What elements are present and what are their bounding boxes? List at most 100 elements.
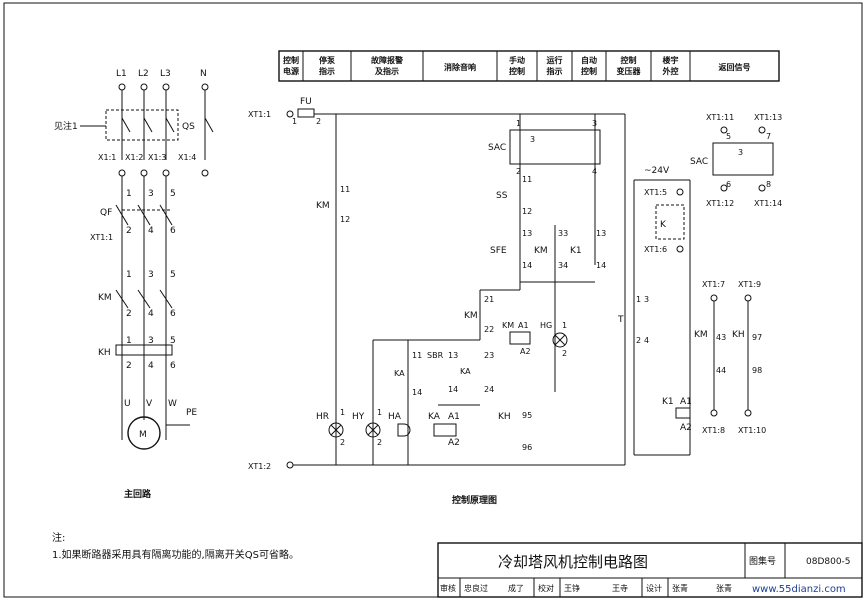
svg-text:8: 8 bbox=[766, 180, 771, 189]
svg-text:KH: KH bbox=[732, 330, 745, 340]
svg-text:11: 11 bbox=[412, 351, 422, 360]
svg-text:HR: HR bbox=[316, 412, 329, 422]
svg-text:T: T bbox=[617, 315, 624, 325]
xt1-1-label: XT1:1 bbox=[90, 233, 113, 242]
svg-text:XT1:7: XT1:7 bbox=[702, 280, 725, 289]
svg-text:XT1:8: XT1:8 bbox=[702, 426, 725, 435]
svg-text:3: 3 bbox=[644, 295, 649, 304]
svg-text:审核: 审核 bbox=[440, 583, 456, 593]
header-cell-text: 控制 bbox=[621, 55, 637, 65]
svg-text:12: 12 bbox=[522, 207, 532, 216]
svg-text:44: 44 bbox=[716, 366, 726, 375]
xt1-1-ctrl-label: XT1:1 bbox=[248, 110, 271, 119]
svg-text:22: 22 bbox=[484, 325, 494, 334]
ha-buzzer bbox=[397, 423, 411, 437]
svg-text:XT1:14: XT1:14 bbox=[754, 199, 782, 208]
svg-text:A1: A1 bbox=[448, 412, 460, 422]
svg-text:XT1:5: XT1:5 bbox=[644, 188, 667, 197]
svg-text:U: U bbox=[124, 399, 131, 409]
drawing-title: 冷却塔风机控制电路图 bbox=[498, 553, 648, 571]
drawing-frame bbox=[3, 2, 863, 598]
header-cell-text: 电源 bbox=[283, 66, 299, 76]
svg-text:6: 6 bbox=[726, 180, 731, 189]
atlas-number: 08D800-5 bbox=[806, 557, 851, 567]
sac-switch-box bbox=[509, 129, 601, 165]
svg-text:1: 1 bbox=[126, 189, 132, 199]
control-circuit: XT1:1 FU 1 2 XT1:2 KM 11 12 SAC 1 3 3 2 … bbox=[248, 97, 626, 506]
svg-text:2: 2 bbox=[377, 438, 382, 447]
svg-text:XT1:13: XT1:13 bbox=[754, 113, 782, 122]
svg-text:KM: KM bbox=[534, 246, 548, 256]
svg-text:SBR: SBR bbox=[427, 351, 444, 360]
svg-text:6: 6 bbox=[170, 309, 176, 319]
control-caption: 控制原理图 bbox=[452, 494, 497, 506]
ka-coil bbox=[433, 423, 457, 437]
svg-text:2: 2 bbox=[126, 361, 132, 371]
svg-text:5: 5 bbox=[726, 132, 731, 141]
svg-text:3: 3 bbox=[738, 148, 743, 157]
svg-text:KM: KM bbox=[694, 330, 708, 340]
svg-text:13: 13 bbox=[448, 351, 458, 360]
svg-text:A1: A1 bbox=[680, 397, 692, 407]
svg-text:11: 11 bbox=[340, 185, 350, 194]
svg-text:14: 14 bbox=[412, 388, 422, 397]
svg-text:97: 97 bbox=[752, 333, 762, 342]
svg-text:KA: KA bbox=[428, 412, 441, 422]
main-circuit: L1 L2 L3 N QS 见注1 X1:1 X1:2 X1:3 X1:4 1 … bbox=[54, 69, 214, 500]
xt1-2-ctrl-label: XT1:2 bbox=[248, 462, 271, 471]
header-cell-text: 返回信号 bbox=[719, 62, 751, 72]
transformer-circuit: ~24V XT1:5 K XT1:6 T 1 2 3 4 K1 A1 A2 bbox=[617, 166, 692, 456]
svg-text:A2: A2 bbox=[448, 438, 460, 448]
note-item-1: 1.如果断路器采用具有隔离功能的,隔离开关QS可省略。 bbox=[52, 548, 299, 561]
k-contact-box bbox=[655, 204, 685, 240]
svg-text:张青: 张青 bbox=[716, 583, 732, 593]
svg-text:1: 1 bbox=[340, 408, 345, 417]
svg-text:6: 6 bbox=[170, 361, 176, 371]
svg-text:95: 95 bbox=[522, 411, 532, 420]
svg-text:3: 3 bbox=[530, 135, 535, 144]
svg-text:43: 43 bbox=[716, 333, 726, 342]
svg-text:1: 1 bbox=[126, 336, 132, 346]
header-cell-text: 指示 bbox=[319, 66, 335, 76]
svg-text:11: 11 bbox=[522, 175, 532, 184]
fu-label: FU bbox=[300, 97, 312, 107]
header-cell-text: 楼宇 bbox=[663, 55, 679, 65]
header-cell-text: 控制 bbox=[509, 66, 525, 76]
svg-text:34: 34 bbox=[558, 261, 568, 270]
svg-text:2: 2 bbox=[636, 336, 641, 345]
svg-text:2: 2 bbox=[316, 117, 321, 126]
km-main-label: KM bbox=[98, 293, 112, 303]
svg-text:5: 5 bbox=[170, 336, 176, 346]
atlas-label: 图集号 bbox=[749, 555, 776, 567]
svg-text:A2: A2 bbox=[680, 423, 692, 433]
svg-text:96: 96 bbox=[522, 443, 532, 452]
motor-symbol bbox=[127, 416, 161, 450]
hg-run-lamp bbox=[552, 332, 568, 348]
svg-text:设计: 设计 bbox=[646, 583, 662, 593]
bms-contacts: XT1:7 XT1:9 KM 43 44 KH 97 98 XT1:8 XT1:… bbox=[694, 280, 766, 435]
svg-text:7: 7 bbox=[766, 132, 771, 141]
svg-text:KA: KA bbox=[394, 369, 405, 378]
svg-text:SAC: SAC bbox=[488, 143, 506, 153]
svg-text:2: 2 bbox=[126, 309, 132, 319]
phase-n-label: N bbox=[200, 69, 207, 79]
svg-text:SFE: SFE bbox=[490, 246, 507, 256]
svg-text:4: 4 bbox=[148, 309, 154, 319]
svg-text:KA: KA bbox=[460, 367, 471, 376]
svg-text:A1: A1 bbox=[518, 321, 529, 330]
sac-aux-box bbox=[712, 142, 774, 176]
svg-text:忠良过: 忠良过 bbox=[464, 583, 488, 593]
x1-4-label: X1:4 bbox=[178, 153, 196, 162]
phase-l2-label: L2 bbox=[138, 69, 149, 79]
svg-text:SAC: SAC bbox=[690, 157, 708, 167]
qf-label: QF bbox=[100, 208, 112, 218]
x1-2-label: X1:2 bbox=[125, 153, 143, 162]
x1-3-label: X1:3 bbox=[148, 153, 166, 162]
svg-text:21: 21 bbox=[484, 295, 494, 304]
qs-isolator-box bbox=[105, 109, 179, 141]
svg-text:13: 13 bbox=[596, 229, 606, 238]
svg-text:成了: 成了 bbox=[508, 583, 524, 593]
svg-text:K1: K1 bbox=[570, 246, 582, 256]
phase-l3-label: L3 bbox=[160, 69, 171, 79]
svg-text:3: 3 bbox=[148, 189, 154, 199]
